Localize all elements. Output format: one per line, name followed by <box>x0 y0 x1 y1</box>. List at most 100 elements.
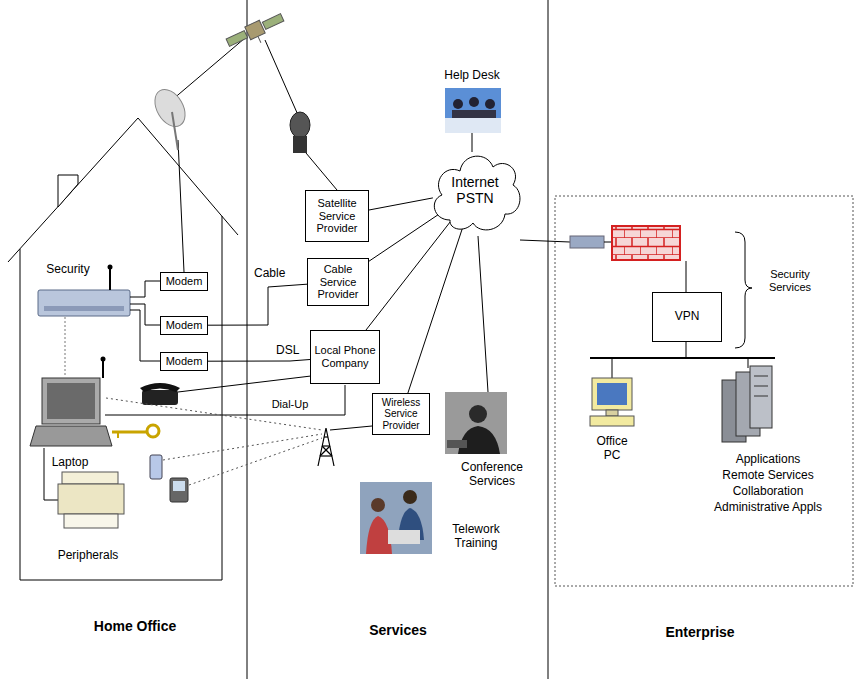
text-label: Applications <box>688 452 848 466</box>
cell-phone <box>150 455 188 502</box>
process-box: Local Phone Company <box>310 330 380 384</box>
phone-symbol <box>142 390 178 405</box>
node-text: Internet PSTN <box>443 174 507 206</box>
help-desk-picture <box>452 110 496 118</box>
satellite-symbol <box>262 14 284 30</box>
office-pc <box>590 378 634 426</box>
laptop-symbol <box>30 357 112 447</box>
help-desk-picture <box>445 88 501 133</box>
column-divider <box>548 0 549 679</box>
printer-symbol <box>58 472 124 528</box>
text-label: Dial-Up <box>262 398 318 411</box>
internet-wire <box>520 240 570 242</box>
laptop-symbol <box>102 360 104 378</box>
process-box: Modem <box>160 316 208 335</box>
text-label: Security Services <box>755 268 825 294</box>
process-box: Modem <box>160 272 208 291</box>
text-label: Office PC <box>587 434 637 463</box>
connector <box>408 227 463 393</box>
process-box: Wireless Service Provider <box>372 393 430 435</box>
text-label: Remote Services <box>688 468 848 482</box>
satellite-dish <box>149 84 192 132</box>
server-rack <box>754 376 768 377</box>
ground-dish <box>293 136 307 153</box>
office-pc <box>597 383 627 405</box>
telework-picture <box>403 490 417 504</box>
connector <box>369 198 433 210</box>
column-title: Enterprise <box>620 624 780 641</box>
satellite-symbol <box>258 36 261 42</box>
dotted-link <box>65 317 66 377</box>
help-desk-picture <box>445 88 501 133</box>
edge-label: DSL <box>274 343 301 357</box>
text-label: Administrative Appls <box>688 500 848 514</box>
laptop-symbol <box>42 378 100 424</box>
ground-dish <box>290 112 310 153</box>
text-label: Collaboration <box>688 484 848 498</box>
router-wire <box>130 281 160 297</box>
text-label: Help Desk <box>432 68 512 82</box>
column-title: Services <box>328 622 468 639</box>
wireless-link <box>163 434 322 460</box>
wireless-link <box>106 398 322 430</box>
conference-picture <box>445 392 507 454</box>
column-divider <box>247 0 548 679</box>
home-router <box>108 265 113 270</box>
cloud-node: Internet PSTN <box>425 140 525 240</box>
cell-phone <box>150 455 162 479</box>
satellite-symbol <box>226 31 248 47</box>
lan-bus <box>590 357 775 359</box>
cell-phone <box>173 481 185 491</box>
column-title: Home Office <box>55 618 215 635</box>
node-text: Cable Service Provider <box>311 263 365 301</box>
conference-picture <box>445 392 507 454</box>
phone-symbol <box>140 383 180 392</box>
process-box: Cable Service Provider <box>307 258 369 306</box>
radio-tower <box>318 428 334 466</box>
house-outline <box>58 175 78 207</box>
cloud-outline <box>434 156 520 230</box>
home-router <box>109 268 111 290</box>
printer-symbol <box>62 472 118 484</box>
cell-phone <box>170 478 188 502</box>
router-wire <box>130 281 160 361</box>
printer-symbol <box>64 514 118 528</box>
text-label: Security <box>38 262 98 276</box>
help-desk-picture <box>485 99 495 109</box>
house-outline <box>8 118 238 262</box>
help-desk-picture <box>453 99 463 109</box>
satellite-symbol <box>225 11 288 55</box>
radio-tower <box>320 455 332 456</box>
text-label: Telework Training <box>438 522 514 551</box>
conference-picture <box>447 440 467 448</box>
office-pc <box>606 410 618 416</box>
connector <box>366 222 450 330</box>
node-text: Modem <box>166 319 203 332</box>
edge-label: Cable <box>252 266 287 280</box>
office-pc <box>592 378 632 410</box>
server-rack <box>722 366 772 442</box>
home-router <box>44 306 124 311</box>
firewall-symbol <box>612 226 680 260</box>
radio-tower <box>324 436 328 437</box>
laptop-symbol <box>101 357 106 362</box>
server-rack <box>754 396 768 397</box>
radio-tower <box>320 446 330 456</box>
tower-wire <box>330 426 372 430</box>
bracket <box>735 232 752 348</box>
lan-bus <box>612 358 613 378</box>
node-text: Modem <box>166 355 203 368</box>
text-label: Laptop <box>40 455 100 469</box>
connector <box>208 284 307 325</box>
satellite-link <box>172 38 245 100</box>
help-desk-picture <box>469 97 479 107</box>
radio-tower <box>322 446 332 456</box>
printer-symbol <box>58 484 124 514</box>
laptop-symbol <box>30 426 112 446</box>
router-wire <box>604 242 612 243</box>
enterprise-router <box>570 236 604 248</box>
dial-up-wire <box>105 385 345 415</box>
conference-wire <box>478 236 488 392</box>
